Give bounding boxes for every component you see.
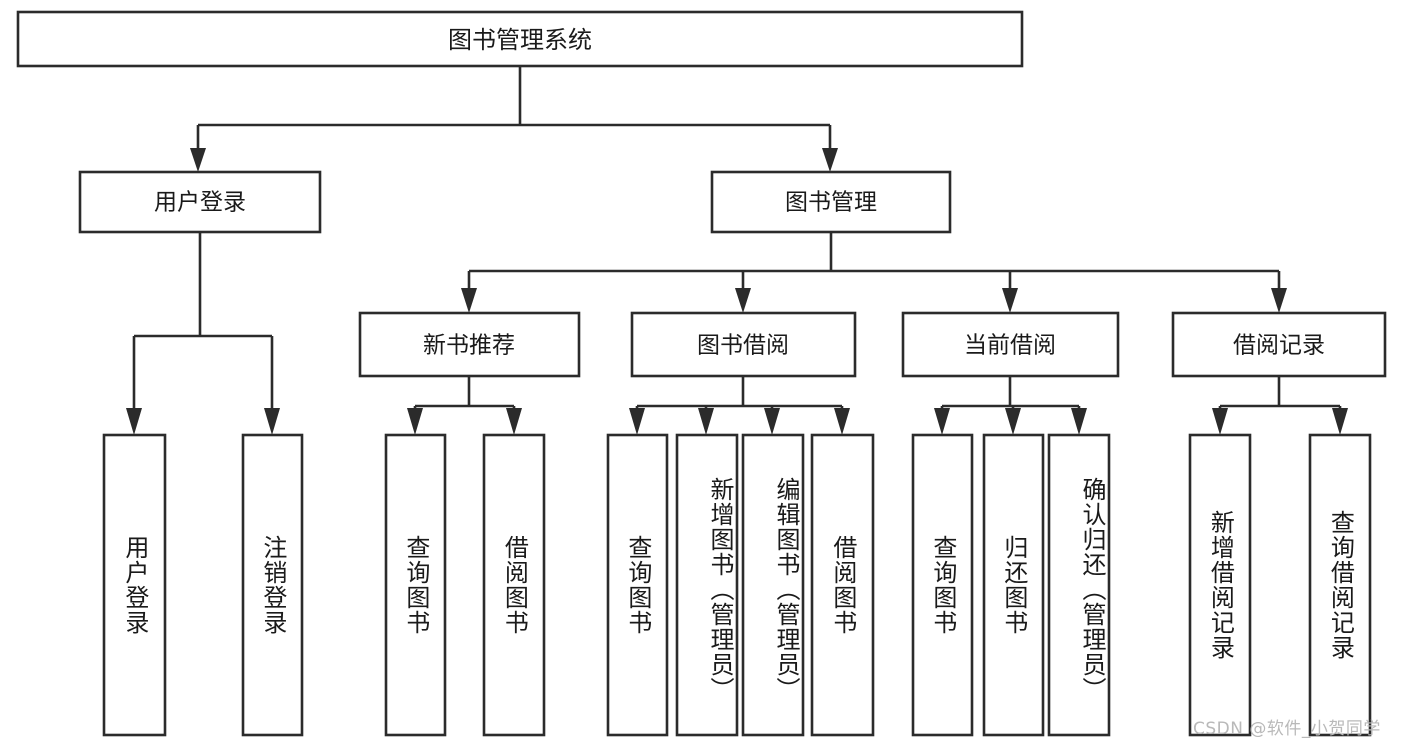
arrow-head-leaf-query-book-1 (407, 408, 423, 435)
leaf-box-query-book-2[interactable] (606, 433, 669, 737)
arrow-head-leaf-confirm-return (1071, 408, 1087, 435)
node-book-borrow-label: 图书借阅 (697, 333, 789, 359)
arrow-head-leaf-add-record (1212, 408, 1228, 435)
leaf-box-query-record[interactable] (1308, 433, 1372, 737)
leaf-box-add-book[interactable] (675, 433, 739, 737)
node-new-book-recommend-box[interactable] (358, 311, 581, 378)
connector-group-root (190, 66, 838, 172)
node-borrow-record-box[interactable] (1171, 311, 1387, 378)
node-user-login[interactable]: 用户登录 (78, 170, 322, 234)
node-new-book-recommend[interactable]: 新书推荐 (358, 311, 581, 378)
connector-group-borrow-record (1212, 376, 1348, 435)
arrow-head-leaf-query-book-3 (934, 408, 950, 435)
arrow-head-leaf-add-book (698, 408, 714, 435)
arrow-head-borrow-book (735, 288, 751, 313)
leaf-box-edit-book[interactable] (741, 433, 805, 737)
arrow-head-leaf-return-book (1005, 408, 1021, 435)
connector-group-new-book (407, 376, 522, 435)
leaf-box-confirm-return[interactable] (1047, 433, 1111, 737)
connector-group-book-mgmt (461, 232, 1287, 313)
arrow-head-user-login (190, 148, 206, 172)
arrow-head-leaf-borrow-book-1 (506, 408, 522, 435)
connector-group-current-borrow (934, 376, 1087, 435)
arrow-head-book-mgmt (822, 148, 838, 172)
arrow-head-leaf-query-record (1332, 408, 1348, 435)
arrow-head-leaf-logout (264, 408, 280, 435)
node-current-borrow-label: 当前借阅 (964, 333, 1056, 359)
arrow-head-leaf-edit-book (764, 408, 780, 435)
node-root[interactable]: 图书管理系统 (16, 10, 1024, 68)
arrow-head-borrow-record (1271, 288, 1287, 313)
leaf-box-query-book-1[interactable] (384, 433, 447, 737)
leaf-box-add-record[interactable] (1188, 433, 1252, 737)
connector-group-borrow-book (629, 376, 850, 435)
node-root-label: 图书管理系统 (448, 26, 592, 54)
node-book-management[interactable]: 图书管理 (710, 170, 952, 234)
csdn-watermark: CSDN @软件_小贺同学 (1193, 719, 1381, 739)
leaf-box-logout[interactable] (241, 433, 304, 737)
node-borrow-record-label: 借阅记录 (1233, 333, 1325, 359)
arrow-head-leaf-borrow-book-2 (834, 408, 850, 435)
node-book-borrow[interactable]: 图书借阅 (630, 311, 857, 378)
leaf-box-query-book-3[interactable] (911, 433, 974, 737)
node-user-login-label: 用户登录 (154, 190, 246, 216)
node-current-borrow-box[interactable] (901, 311, 1120, 378)
leaf-box-borrow-book-1[interactable] (482, 433, 546, 737)
leaf-box-borrow-book-2[interactable] (810, 433, 875, 737)
arrow-head-leaf-query-book-2 (629, 408, 645, 435)
node-book-management-box[interactable] (710, 170, 952, 234)
node-root-box[interactable] (16, 10, 1024, 68)
node-borrow-record[interactable]: 借阅记录 (1171, 311, 1387, 378)
leaf-box-user-login[interactable] (102, 433, 167, 737)
node-book-management-label: 图书管理 (785, 190, 877, 216)
arrow-head-new-book (461, 288, 477, 313)
node-current-borrow[interactable]: 当前借阅 (901, 311, 1120, 378)
node-new-book-recommend-label: 新书推荐 (423, 333, 515, 359)
connector-group-user-login (126, 232, 280, 435)
leaf-box-return-book[interactable] (982, 433, 1045, 737)
arrow-head-leaf-user-login (126, 408, 142, 435)
arrow-head-current-borrow (1002, 288, 1018, 313)
node-user-login-box[interactable] (78, 170, 322, 234)
node-book-borrow-box[interactable] (630, 311, 857, 378)
